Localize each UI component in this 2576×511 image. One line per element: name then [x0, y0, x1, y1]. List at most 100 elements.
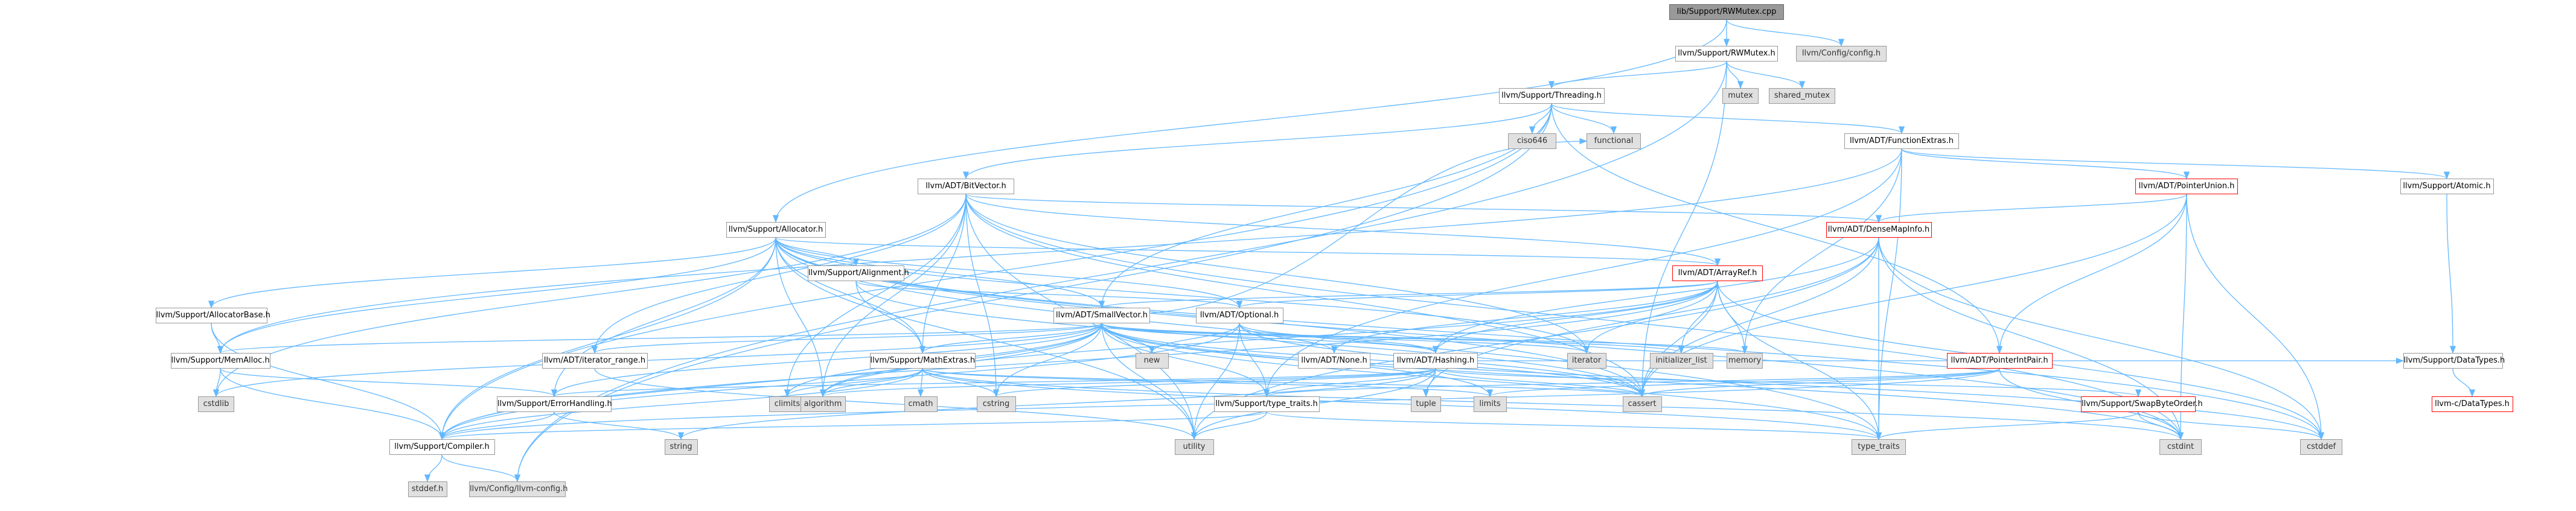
node-llvm-type-traits-h[interactable]: llvm/Support/type_traits.h	[1213, 396, 1320, 412]
edge-pointerunion-to-pointerintpair	[1996, 194, 2187, 354]
edge-functionextras-to-memory	[1741, 148, 1902, 354]
edge-smallvector-to-cstdint	[1101, 323, 2184, 440]
edge-memalloc-to-cstdlib	[213, 368, 221, 398]
edge-bitvector-to-arrayref	[965, 194, 1721, 267]
node-bitvector-h[interactable]: llvm/ADT/BitVector.h	[918, 179, 1014, 194]
edge-allocator-to-algorithm	[775, 237, 826, 398]
node-stddef-h: stddef.h	[407, 481, 447, 497]
edge-smallvector-to-cassert	[1101, 323, 1646, 398]
edge-bitvector-to-densemapinfo	[965, 194, 1882, 223]
node-compiler-h[interactable]: llvm/Support/Compiler.h	[389, 439, 495, 455]
edge-pointerintpair-to-type_traits_llvm	[1264, 368, 2000, 398]
node-cstdlib: cstdlib	[198, 396, 234, 412]
edge-smallvector-to-mathextras	[919, 323, 1102, 354]
edge-rwmutex-to-mutex	[1726, 61, 1744, 89]
edge-hashing-to-errorhandling	[551, 368, 1436, 398]
node-threading-h[interactable]: llvm/Support/Threading.h	[1498, 88, 1605, 104]
node-llvm-config-h: llvm/Config/llvm-config.h	[469, 481, 567, 497]
node-cstddef: cstddef	[2300, 439, 2342, 455]
node-mathextras-h[interactable]: llvm/Support/MathExtras.h	[869, 353, 976, 369]
edge-mathextras-to-cstring	[922, 368, 1000, 398]
edge-functionextras-to-atomic	[1901, 148, 2450, 180]
edge-smallvector-to-memalloc	[217, 323, 1102, 354]
edge-optional-to-compiler	[438, 323, 1240, 440]
node-c-datatypes-h[interactable]: llvm-c/DataTypes.h	[2431, 396, 2513, 412]
node-smallvector-h[interactable]: llvm/ADT/SmallVector.h	[1053, 308, 1150, 323]
node-pointerunion-h[interactable]: llvm/ADT/PointerUnion.h	[2135, 179, 2238, 194]
node-datatypes-h[interactable]: llvm/Support/DataTypes.h	[2403, 353, 2505, 369]
edge-pointerunion-to-densemapinfo	[1876, 194, 2187, 223]
edge-allocator-to-compiler	[438, 237, 776, 440]
edge-type_traits_llvm-to-type_traits	[1266, 411, 1882, 440]
edge-functionextras-to-memalloc	[217, 148, 1902, 354]
edge-bitvector-to-climits	[784, 194, 967, 398]
node-cstring: cstring	[976, 396, 1016, 412]
edge-atomic-to-datatypes	[2446, 194, 2456, 354]
node-optional-h[interactable]: llvm/ADT/Optional.h	[1195, 308, 1283, 323]
node-algorithm: algorithm	[800, 396, 846, 412]
edge-bitvector-to-cstdint	[965, 194, 2184, 440]
edge-threading-to-pointerintpair	[1551, 103, 2003, 354]
edge-optional-to-hashing	[1239, 323, 1439, 354]
edge-iterator_range-to-utility	[594, 368, 1198, 440]
edge-threading-to-smallvector	[1098, 103, 1552, 309]
edge-memalloc-to-errorhandling	[220, 368, 557, 398]
node-memalloc-h[interactable]: llvm/Support/MemAlloc.h	[170, 353, 270, 369]
node-string: string	[664, 439, 698, 455]
node-shared-mutex: shared_mutex	[1769, 88, 1835, 104]
edge-smallvector-to-cstdlib	[213, 323, 1102, 398]
edge-root-to-config	[1726, 19, 1845, 47]
edge-pointerunion-to-cstddef	[2186, 194, 2325, 440]
node-swapbyteorder-h[interactable]: llvm/Support/SwapByteOrder.h	[2081, 396, 2203, 412]
edge-densemapinfo-to-cassert	[1638, 237, 1879, 398]
node-type-traits: type_traits	[1852, 439, 1906, 455]
edge-arrayref-to-iterator	[1583, 281, 1718, 354]
edge-arrayref-to-type_traits	[1717, 281, 1882, 440]
edge-densemapinfo-to-hashing	[1432, 237, 1879, 354]
node-hashing-h[interactable]: llvm/ADT/Hashing.h	[1393, 353, 1478, 369]
edge-arrayref-to-smallvector	[1099, 281, 1718, 309]
node-iterator-range-h[interactable]: llvm/ADT/iterator_range.h	[542, 353, 648, 369]
node-densemapinfo-h[interactable]: llvm/ADT/DenseMapInfo.h	[1826, 222, 1932, 238]
edge-bitvector-to-iterator_range	[591, 194, 967, 354]
edge-smallvector-to-compiler	[438, 323, 1102, 440]
edge-allocator-to-mathextras	[775, 237, 926, 354]
node-pointerintpair-h[interactable]: llvm/ADT/PointerIntPair.h	[1946, 353, 2053, 369]
node-allocator-h[interactable]: llvm/Support/Allocator.h	[726, 222, 826, 238]
edge-hashing-to-algorithm	[820, 368, 1436, 398]
edge-allocator-to-optional	[775, 237, 1243, 309]
node-iterator: iterator	[1567, 353, 1606, 369]
edge-memalloc-to-compiler	[220, 368, 446, 440]
node-errorhandling-h[interactable]: llvm/Support/ErrorHandling.h	[497, 396, 612, 412]
node-rwmutex-cpp[interactable]: lib/Support/RWMutex.cpp	[1669, 4, 1784, 20]
node-alignment-h[interactable]: llvm/Support/Alignment.h	[808, 265, 909, 281]
edge-allocator-to-errorhandling	[551, 237, 776, 398]
node-functionextras-h[interactable]: llvm/ADT/FunctionExtras.h	[1844, 133, 1959, 149]
node-arrayref-h[interactable]: llvm/ADT/ArrayRef.h	[1672, 265, 1763, 281]
edge-root-to-allocator	[772, 19, 1727, 223]
edge-smallvector-to-type_traits	[1101, 323, 1882, 440]
edge-pointerintpair-to-cassert	[1639, 368, 2000, 398]
edge-allocatorbase-to-compiler	[211, 323, 446, 440]
node-allocatorbase-h[interactable]: llvm/Support/AllocatorBase.h	[155, 308, 270, 323]
edge-allocator-to-smallvector	[775, 237, 1105, 309]
node-cstdint: cstdint	[2159, 439, 2202, 455]
edge-functionextras-to-pointerunion	[1901, 148, 2190, 180]
node-none-h[interactable]: llvm/ADT/None.h	[1298, 353, 1370, 369]
node-functional: functional	[1587, 133, 1641, 149]
edge-hashing-to-cassert	[1435, 368, 1646, 398]
node-ciso646: ciso646	[1508, 133, 1556, 149]
edge-allocator-to-allocatorbase	[208, 237, 776, 309]
node-tuple: tuple	[1411, 396, 1441, 412]
node-atomic-h[interactable]: llvm/Support/Atomic.h	[2400, 179, 2494, 194]
edge-alignment-to-cassert	[855, 281, 1646, 398]
edge-threading-to-bitvector	[962, 103, 1552, 180]
edge-mathextras-to-cassert	[922, 368, 1645, 398]
edge-functionextras-to-type_traits	[1875, 148, 1902, 440]
edge-threading-to-llvmconfig	[514, 103, 1552, 483]
node-rwmutex-h[interactable]: llvm/Support/RWMutex.h	[1675, 46, 1778, 62]
edge-smallvector-to-hashing	[1101, 323, 1439, 354]
edge-allocator-to-utility	[775, 237, 1198, 440]
node-climits: climits	[769, 396, 805, 412]
